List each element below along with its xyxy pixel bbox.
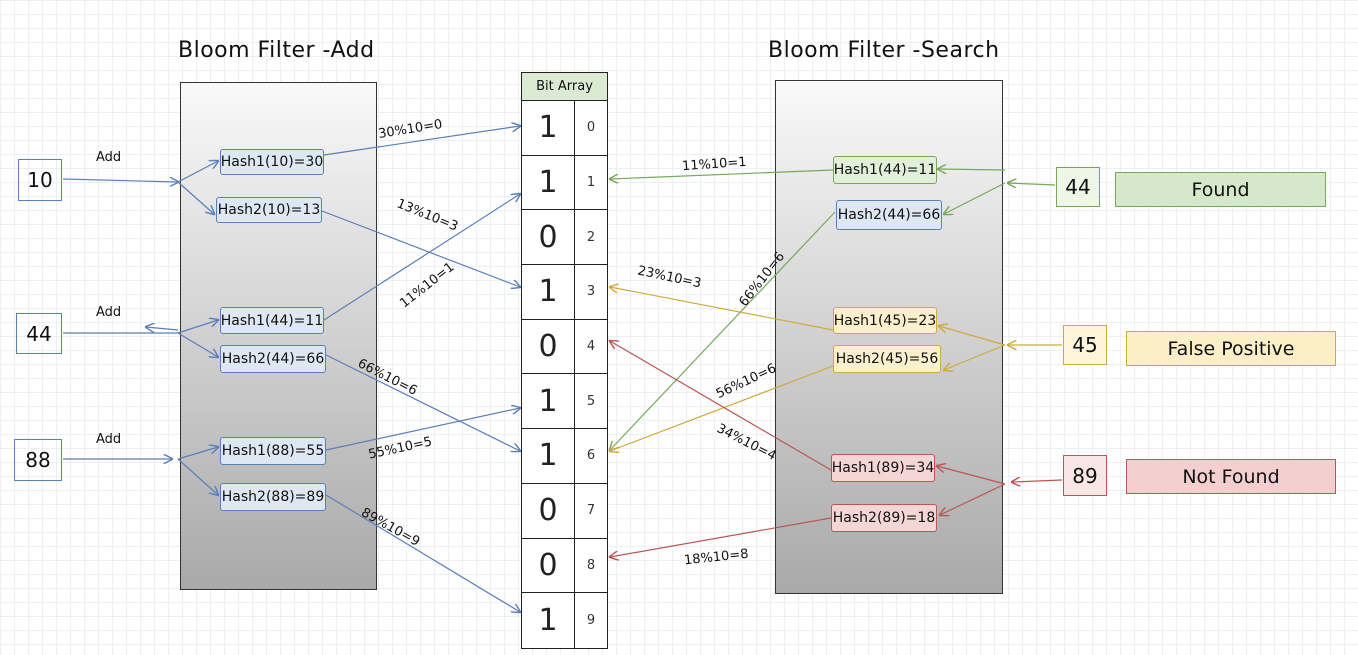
search-input-45: 45	[1063, 325, 1107, 365]
bit-value: 1	[522, 374, 575, 429]
search-hash-box: Hash2(45)=56	[833, 345, 941, 373]
bit-value: 1	[522, 265, 575, 319]
bit-value: 0	[522, 538, 575, 593]
add-hash-box: Hash2(44)=66	[220, 345, 326, 373]
search-input-89: 89	[1063, 455, 1107, 496]
bit-value: 1	[522, 429, 575, 483]
bit-index: 5	[586, 393, 596, 409]
bit-value: 1	[522, 593, 575, 648]
bit-value: 0	[522, 319, 575, 374]
add-title: Bloom Filter -Add	[178, 38, 375, 63]
add-input-88: 88	[14, 439, 62, 481]
bit-index: 0	[586, 120, 596, 136]
add-hash-box: Hash1(44)=11	[220, 307, 324, 334]
search-hash-box: Hash2(89)=18	[831, 504, 937, 532]
arrow-search-44	[1008, 183, 1056, 185]
add-hash-box: Hash2(10)=13	[216, 197, 322, 223]
search-hash-box: Hash1(45)=23	[833, 307, 937, 334]
bit-index: 6	[586, 448, 596, 464]
search-hash-box: Hash1(44)=11	[833, 156, 937, 184]
bit-index: 7	[586, 503, 596, 519]
bit-array-header: Bit Array	[522, 73, 607, 101]
add-input-44: 44	[16, 313, 62, 354]
add-label-10: Add	[96, 150, 122, 165]
bit-value: 1	[522, 155, 575, 210]
bit-value: 0	[522, 210, 575, 265]
bit-index: 9	[586, 613, 596, 629]
search-title: Bloom Filter -Search	[768, 38, 1000, 63]
bit-value: 1	[522, 101, 575, 155]
search-hash-box: Hash1(89)=34	[831, 454, 935, 482]
bit-index: 4	[586, 339, 596, 355]
result-false-positive: False Positive	[1126, 331, 1336, 366]
add-label-44: Add	[96, 305, 122, 320]
add-input-10: 10	[18, 159, 62, 201]
arrow-add-10	[62, 179, 178, 182]
bit-index: 8	[586, 557, 596, 573]
arrow-search-89	[1012, 480, 1063, 482]
bit-index: 1	[586, 175, 596, 191]
bit-value: 0	[522, 483, 575, 538]
add-hash-box: Hash1(88)=55	[220, 437, 326, 465]
arrow-add-44-back	[146, 327, 179, 330]
add-hash-box: Hash2(88)=89	[220, 483, 326, 511]
result-not-found: Not Found	[1126, 459, 1336, 494]
result-found: Found	[1115, 172, 1326, 207]
add-label-88: Add	[96, 432, 122, 447]
bit-index: 3	[586, 284, 596, 300]
search-hash-box: Hash2(44)=66	[836, 200, 942, 230]
search-input-44: 44	[1056, 167, 1100, 207]
bit-index: 2	[586, 229, 596, 245]
add-hash-box: Hash1(10)=30	[220, 149, 324, 175]
